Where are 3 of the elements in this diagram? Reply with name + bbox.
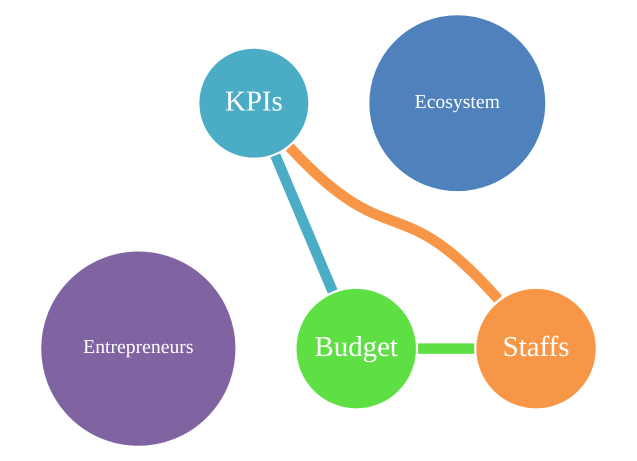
connector [418, 343, 474, 354]
connector [286, 143, 502, 303]
connector [270, 153, 338, 294]
